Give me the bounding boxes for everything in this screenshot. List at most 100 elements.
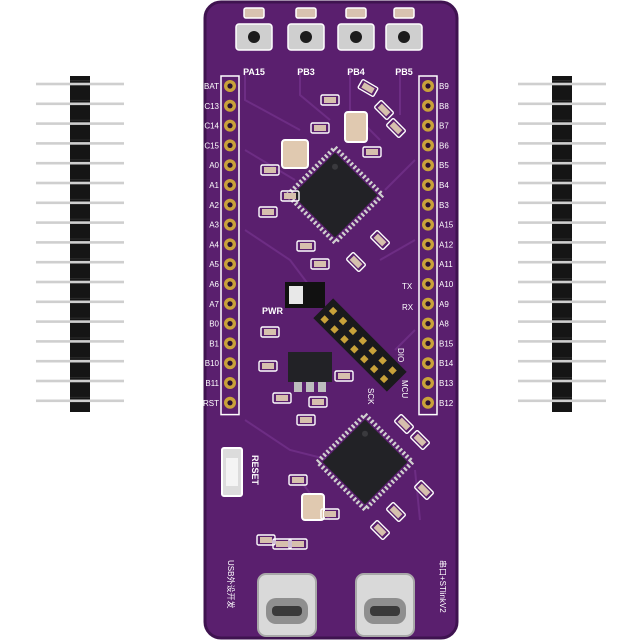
smd-component — [320, 94, 340, 106]
header-pin — [36, 161, 124, 165]
pin-label: B3 — [439, 201, 449, 210]
pin-hole — [425, 123, 431, 129]
pin-hole — [425, 400, 431, 406]
header-segment — [70, 317, 90, 319]
button-cap[interactable] — [398, 31, 410, 43]
usb-serial-stlink-label: 串口+STlinkV2 — [438, 560, 447, 613]
usb-c-port-right[interactable] — [355, 573, 415, 637]
pin-label: A12 — [439, 240, 454, 249]
header-pin — [36, 201, 124, 205]
header-segment — [552, 317, 572, 319]
pin-hole — [425, 182, 431, 188]
header-pin — [36, 181, 124, 185]
header-segment — [552, 238, 572, 240]
header-pin — [518, 340, 606, 343]
pin-hole — [227, 301, 233, 307]
pin-label: A3 — [209, 221, 219, 230]
pin-hole — [227, 202, 233, 208]
pin-row-outline — [418, 75, 438, 416]
pin-hole — [227, 162, 233, 168]
smd-component — [260, 164, 280, 176]
pin-label: RST — [203, 399, 219, 408]
header-pin — [36, 320, 124, 323]
tx-label: TX — [402, 282, 413, 291]
pin-hole — [425, 83, 431, 89]
pin-label: A11 — [439, 260, 453, 269]
header-segment — [70, 80, 90, 82]
pin-hole — [227, 340, 233, 346]
button-cap[interactable] — [350, 31, 362, 43]
header-segment — [70, 377, 90, 379]
pin-label: C13 — [204, 102, 219, 111]
sck-label: SCK — [366, 388, 375, 405]
header-segment — [552, 99, 572, 101]
smd-component — [414, 480, 434, 500]
pwr-label: PWR — [262, 306, 283, 316]
pin-label: A15 — [439, 221, 454, 230]
pin-hole — [227, 222, 233, 228]
header-pin — [36, 142, 124, 145]
smd-component — [272, 392, 292, 404]
pin-label: A0 — [209, 161, 219, 170]
header-segment — [552, 119, 572, 121]
pin-label: C14 — [204, 122, 219, 131]
button-cap[interactable] — [248, 31, 260, 43]
button-label: PB5 — [395, 67, 413, 77]
pcb-edge-shade — [203, 0, 459, 640]
pin-hole — [227, 123, 233, 129]
right-pin-row: B9B8B7B6B5B4B3A15A12A11A10A9A8B15B14B13B… — [418, 75, 454, 416]
pin-hole — [425, 103, 431, 109]
pin-label: B6 — [439, 141, 449, 150]
pin-hole — [425, 281, 431, 287]
smd-component — [357, 79, 379, 97]
pin-label: B11 — [205, 379, 219, 388]
header-pin — [36, 340, 124, 343]
header-pin — [518, 142, 606, 145]
header-pin — [36, 82, 124, 86]
button-cap[interactable] — [300, 31, 312, 43]
usb-peripheral-label: USB外设开发 — [226, 560, 236, 608]
smd-component — [296, 240, 316, 252]
pin-hole — [425, 241, 431, 247]
header-pin — [36, 260, 124, 264]
header-pin — [518, 379, 606, 383]
header-segment — [552, 159, 572, 161]
smd-component — [288, 474, 308, 486]
swd-serial-header — [313, 298, 407, 392]
pin-hole — [425, 301, 431, 307]
pin-label: B4 — [439, 181, 449, 190]
header-segment — [70, 119, 90, 121]
header-pin — [518, 280, 606, 284]
button-resistor — [345, 7, 367, 19]
usb-c-port-left[interactable] — [257, 573, 317, 637]
header-segment — [552, 357, 572, 359]
pin-hole — [425, 162, 431, 168]
pin-label: A1 — [209, 181, 219, 190]
crystal-oscillator-lower — [301, 493, 325, 521]
pin-label: B1 — [209, 339, 219, 348]
header-pin — [36, 379, 124, 383]
header-segment — [552, 198, 572, 200]
pin-label: B9 — [439, 82, 449, 91]
header-pin — [518, 122, 606, 125]
smd-component — [334, 370, 354, 382]
pin-hole — [227, 103, 233, 109]
smd-component — [410, 430, 430, 450]
pin-label: C15 — [204, 141, 219, 150]
pin-label: B12 — [439, 399, 454, 408]
reset-button[interactable] — [221, 447, 243, 497]
pin-hole — [227, 380, 233, 386]
smd-component — [272, 538, 292, 550]
pin-label: B13 — [439, 379, 454, 388]
smd-component — [296, 414, 316, 426]
pin-hole — [425, 261, 431, 267]
header-segment — [70, 297, 90, 299]
pin-row-outline — [220, 75, 240, 416]
rx-label: RX — [402, 303, 414, 312]
button-label: PB3 — [297, 67, 315, 77]
pin-label: B14 — [439, 359, 454, 368]
header-segment — [70, 159, 90, 161]
smd-component — [258, 360, 278, 372]
header-pin — [518, 102, 606, 106]
